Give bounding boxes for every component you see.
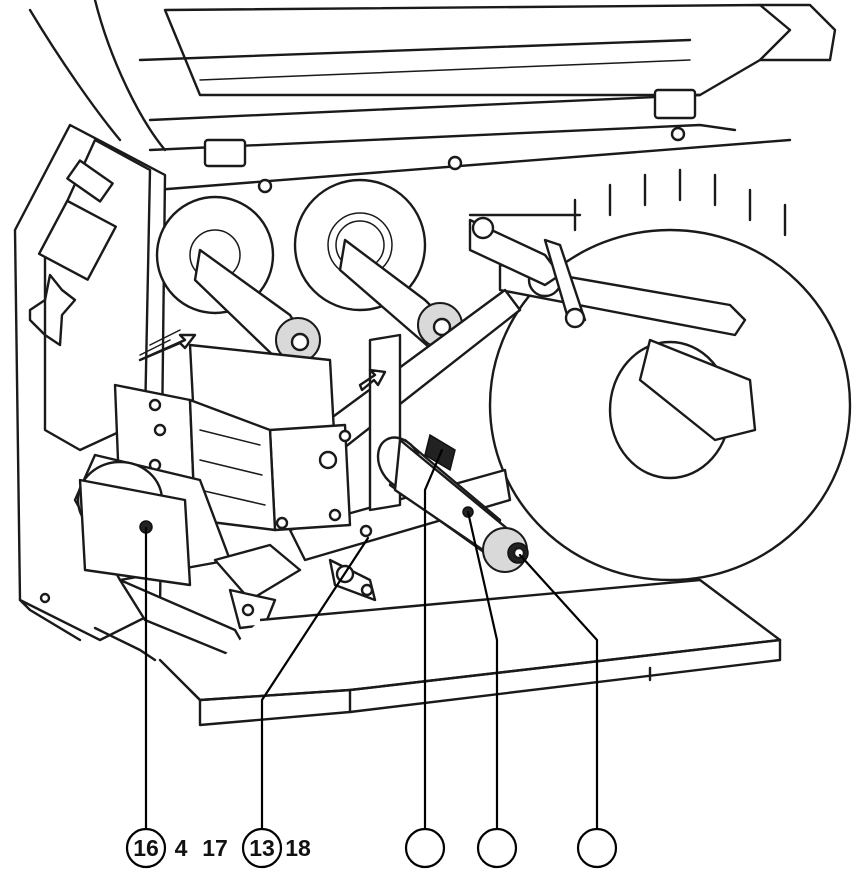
callout-label-13: 13 bbox=[249, 835, 275, 861]
callout-label-17: 17 bbox=[202, 835, 228, 861]
screw-icon bbox=[39, 592, 51, 604]
callout-b-circle bbox=[476, 827, 518, 869]
front-roller bbox=[73, 453, 377, 667]
leader-line-13 bbox=[260, 536, 370, 850]
hinge-left bbox=[203, 138, 247, 168]
callout-c-circle bbox=[576, 827, 618, 869]
label-roll bbox=[468, 168, 852, 582]
leader-lines bbox=[144, 448, 599, 850]
arrow-icon bbox=[138, 333, 197, 362]
callout-label-18: 18 bbox=[285, 835, 311, 861]
display-panel bbox=[37, 199, 118, 281]
led-window bbox=[66, 159, 114, 203]
roll-holder bbox=[638, 338, 757, 442]
leader-line-c bbox=[518, 553, 599, 850]
callout-label-16: 16 bbox=[133, 835, 159, 861]
leader-line-b bbox=[466, 510, 499, 850]
hinge-right bbox=[653, 88, 697, 120]
printer-cover bbox=[28, 0, 837, 152]
callout-13-circle bbox=[241, 827, 283, 869]
leader-line-a bbox=[423, 448, 444, 850]
screw-icon bbox=[670, 126, 686, 142]
base-plate bbox=[93, 578, 782, 727]
callout-label-4: 4 bbox=[175, 835, 188, 861]
back-panel bbox=[148, 88, 792, 194]
screw-icon bbox=[257, 178, 273, 194]
callout-a-circle bbox=[404, 827, 446, 869]
arrow-icon bbox=[358, 368, 387, 392]
screw-icon bbox=[447, 155, 463, 171]
print-head-assembly bbox=[113, 343, 373, 538]
callout-16-circle bbox=[125, 827, 167, 869]
navigation-cross-icon bbox=[28, 273, 77, 347]
ribbon-spindles bbox=[155, 178, 463, 364]
callouts: 16 4 17 13 18 bbox=[125, 827, 618, 869]
